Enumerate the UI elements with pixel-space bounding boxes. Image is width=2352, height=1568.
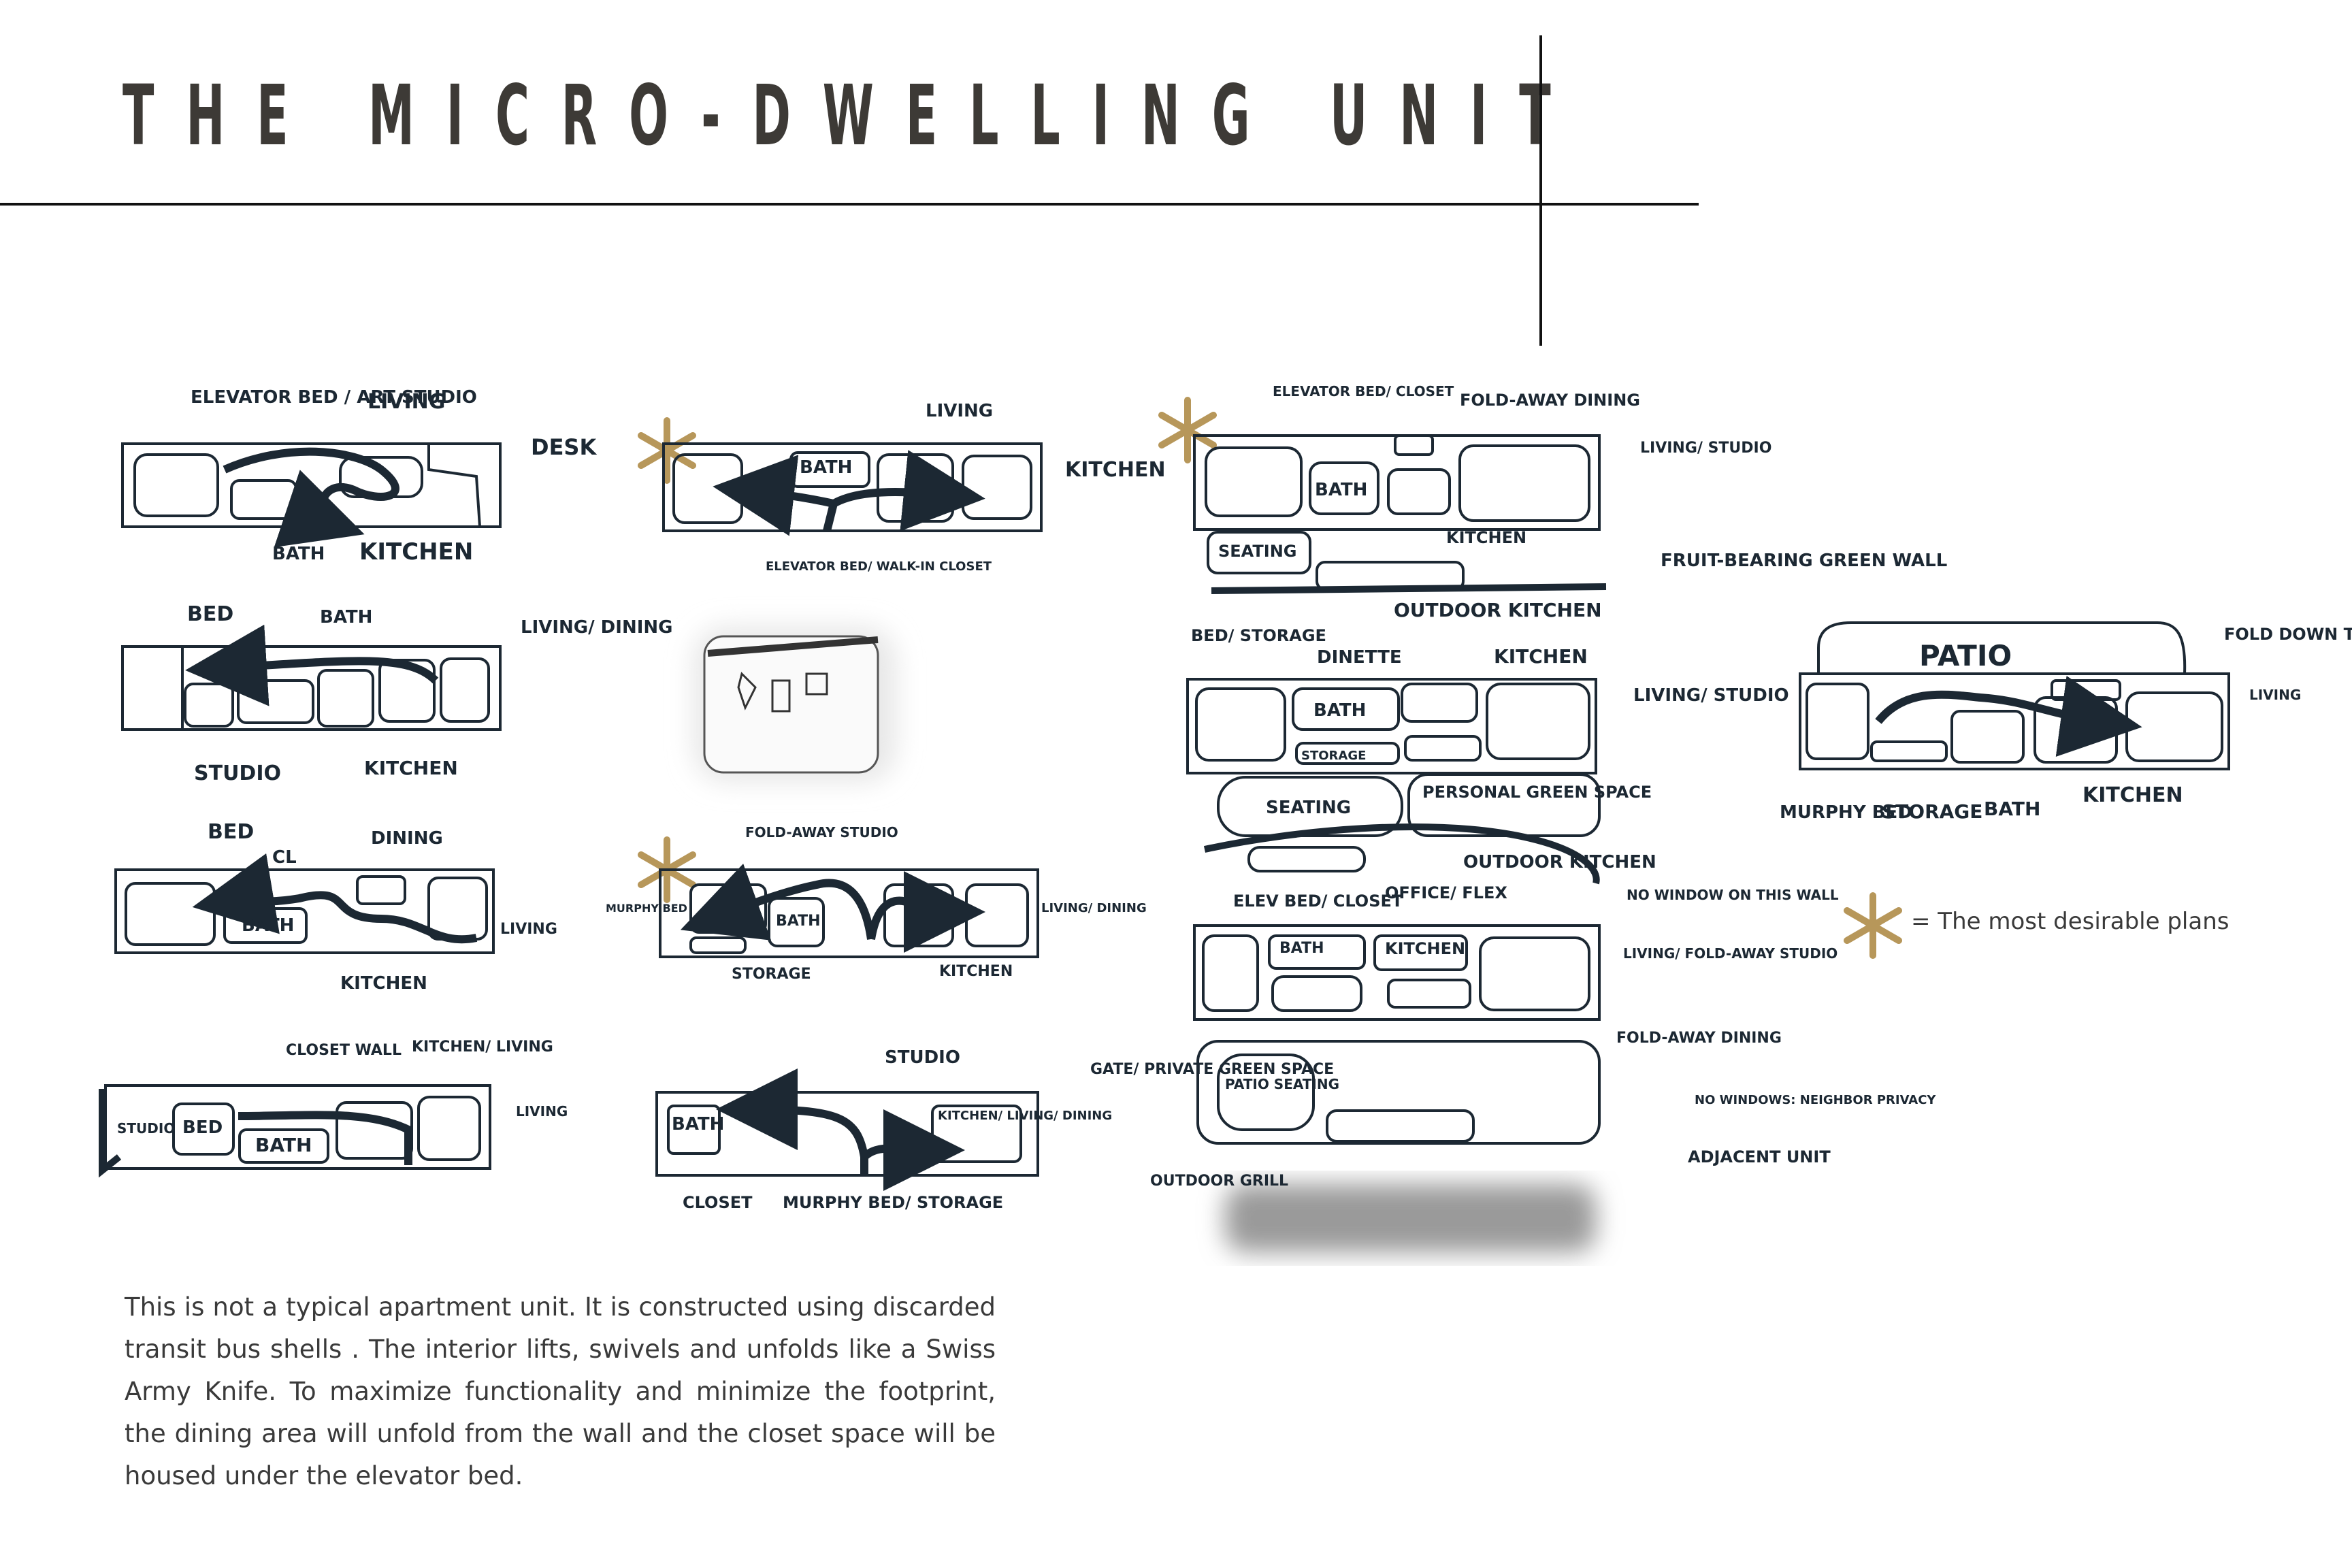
plan-11-label: MURPHY BED xyxy=(1780,802,1912,823)
plan-6-label: BATH xyxy=(776,913,821,930)
plan-9: BED/ STORAGE DINETTE KITCHEN LIVING/ STU… xyxy=(1186,626,1789,885)
plan-3-label: KITCHEN xyxy=(340,973,427,994)
plan-2-label: BATH xyxy=(320,607,372,627)
plan-3-label: BATH xyxy=(242,915,294,936)
plan-3: BED CL DINING BATH LIVING KITCHEN xyxy=(114,820,557,994)
plan-2-label: LIVING/ DINING xyxy=(521,617,672,638)
plan-4-label: LIVING xyxy=(516,1103,568,1120)
plan-9-label: OUTDOOR KITCHEN xyxy=(1463,852,1656,872)
plan-11-label: BATH xyxy=(1984,798,2040,820)
plan-10-label: LIVING/ FOLD-AWAY STUDIO xyxy=(1623,945,1838,962)
plan-10-label: OUTDOOR GRILL xyxy=(1150,1173,1288,1190)
header-rule-horizontal xyxy=(0,203,1699,206)
plan-8-label: ELEVATOR BED/ CLOSET xyxy=(1273,383,1454,399)
plan-8-label: OUTDOOR KITCHEN xyxy=(1394,599,1602,621)
plan-1-label: BATH xyxy=(272,544,325,564)
plan-10-label: PATIO SEATING xyxy=(1225,1076,1339,1092)
plan-3-label: DINING xyxy=(371,828,443,849)
plan-11-label: FOLD DOWN TABLE xyxy=(2224,625,2352,644)
plan-5-label: LIVING xyxy=(926,401,993,421)
plan-11-label: KITCHEN xyxy=(2082,783,2183,807)
plan-10: ELEV BED/ CLOSET OFFICE/ FLEX NO WINDOW … xyxy=(1090,883,1936,1252)
plan-10-label: GATE/ PRIVATE GREEN SPACE xyxy=(1090,1061,1334,1078)
plan-7-label: BATH xyxy=(672,1114,724,1134)
plan-7-label: MURPHY BED/ STORAGE xyxy=(783,1193,1003,1212)
plan-10-label: ELEV BED/ CLOSET xyxy=(1233,892,1403,911)
plan-2-label: BED xyxy=(187,602,233,626)
plan-8-label: KITCHEN xyxy=(1446,528,1526,547)
header-rule-vertical xyxy=(1539,35,1542,346)
plan-6-label: MURPHY BED xyxy=(606,902,687,915)
plan-5: LIVING BATH KITCHEN ELEVATOR BED/ WALK-I… xyxy=(641,401,1166,783)
plan-8-label: BATH xyxy=(1315,480,1367,500)
plan-6: FOLD-AWAY STUDIO MURPHY BED BATH LIVING/… xyxy=(606,824,1147,983)
plan-8-label: SEATING xyxy=(1218,542,1296,561)
plan-9-label: LIVING/ STUDIO xyxy=(1633,685,1789,706)
plan-7-label: STUDIO xyxy=(885,1047,960,1068)
plan-2-label: STUDIO xyxy=(194,762,281,785)
plan-1: ELEVATOR BED / ART STUDIO LIVING DESK BA… xyxy=(121,387,597,566)
plan-10-label: FOLD-AWAY DINING xyxy=(1616,1030,1782,1047)
plan-11-label: LIVING xyxy=(2249,687,2301,703)
plan-9-label: STORAGE xyxy=(1301,749,1366,763)
plan-11-label: PATIO xyxy=(1919,639,2012,672)
plan-4-label: KITCHEN/ LIVING xyxy=(412,1039,553,1056)
plan-3-label: LIVING xyxy=(500,921,557,938)
plan-4-label: BATH xyxy=(255,1134,312,1156)
plan-9-label: BATH xyxy=(1313,700,1366,721)
plan-10-label: NO WINDOWS: NEIGHBOR PRIVACY xyxy=(1695,1093,1936,1107)
plan-4-label: BED xyxy=(182,1117,223,1138)
plan-6-label: LIVING/ DINING xyxy=(1041,901,1147,915)
description-paragraph: This is not a typical apartment unit. It… xyxy=(125,1292,996,1490)
plan-4-label: STUDIO xyxy=(117,1120,175,1137)
plan-9-label: PERSONAL GREEN SPACE xyxy=(1422,783,1652,802)
legend-label: = The most desirable plans xyxy=(1911,908,2230,935)
plan-6-label: FOLD-AWAY STUDIO xyxy=(745,824,898,840)
plan-2: BED BATH LIVING/ DINING STUDIO KITCHEN xyxy=(121,602,672,785)
plan-9-label: SEATING xyxy=(1266,798,1351,818)
plan-8-label: FRUIT-BEARING GREEN WALL xyxy=(1661,551,1947,571)
plan-5-label: BATH xyxy=(800,457,852,478)
plan-4-label: CLOSET WALL xyxy=(286,1042,402,1059)
plan-1-label: DESK xyxy=(531,434,597,460)
legend-star-icon xyxy=(1847,896,1899,956)
plan-9-label: KITCHEN xyxy=(1494,645,1588,668)
plan-1-label: KITCHEN xyxy=(359,538,473,566)
plan-6-label: KITCHEN xyxy=(939,963,1013,980)
plan-4: CLOSET WALL KITCHEN/ LIVING STUDIO BED B… xyxy=(99,1039,568,1178)
plan-3-label: CL xyxy=(272,847,297,868)
plan-5-label: KITCHEN xyxy=(1065,458,1166,482)
plan-7-label: KITCHEN/ LIVING/ DINING xyxy=(938,1109,1112,1123)
plan-7: STUDIO BATH KITCHEN/ LIVING/ DINING CLOS… xyxy=(655,1047,1112,1212)
plan-11: PATIO FOLD DOWN TABLE LIVING MURPHY BED … xyxy=(1780,621,2352,823)
plan-9-label: BED/ STORAGE xyxy=(1191,626,1326,645)
plan-11-label: STORAGE xyxy=(1882,800,1982,823)
plan-10-label: OFFICE/ FLEX xyxy=(1385,883,1507,902)
plan-5-label: ELEVATOR BED/ WALK-IN CLOSET xyxy=(766,559,992,574)
plan-8-label: LIVING/ STUDIO xyxy=(1640,440,1771,457)
plan-10-label: KITCHEN xyxy=(1385,939,1465,958)
plan-1-label: LIVING xyxy=(368,390,445,414)
plan-8-label: FOLD-AWAY DINING xyxy=(1460,391,1640,410)
plan-9-label: DINETTE xyxy=(1317,647,1402,668)
plan-8: ELEVATOR BED/ CLOSET FOLD-AWAY DINING LI… xyxy=(1162,383,1947,621)
plan-10-label: ADJACENT UNIT xyxy=(1688,1147,1831,1166)
plan-10-label: NO WINDOW ON THIS WALL xyxy=(1627,887,1839,903)
plan-10-label: BATH xyxy=(1279,940,1324,957)
plan-7-label: CLOSET xyxy=(683,1193,753,1212)
plan-3-label: BED xyxy=(208,820,254,844)
plan-6-label: STORAGE xyxy=(732,966,811,983)
plan-1-label: ELEVATOR BED / ART STUDIO xyxy=(191,387,477,408)
plan-2-label: KITCHEN xyxy=(364,757,458,779)
